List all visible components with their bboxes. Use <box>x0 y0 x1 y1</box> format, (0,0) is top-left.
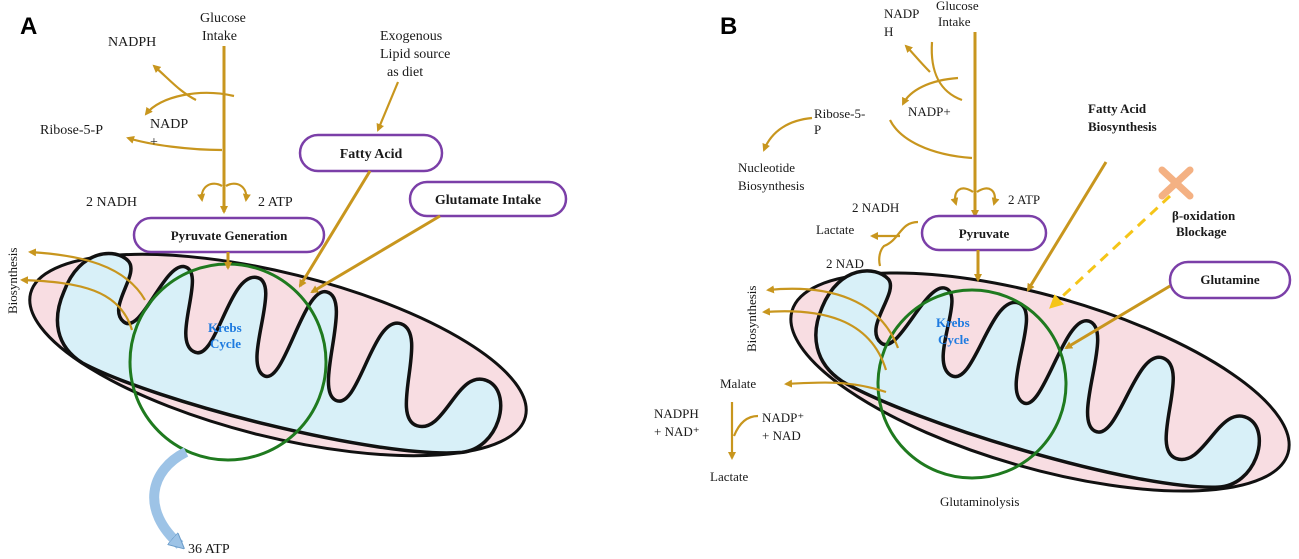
pyruvate-b: Pyruvate <box>959 226 1010 241</box>
fatty-acid-bio-1: Fatty Acid <box>1088 101 1147 116</box>
nadp-a-2: + <box>150 135 158 150</box>
fatty-acid-arrow-a <box>298 170 372 288</box>
biosynthesis-a: Biosynthesis <box>5 248 20 314</box>
glutamine-b: Glutamine <box>1200 272 1259 287</box>
ribose-b-2: P <box>814 122 821 137</box>
panel-b: B Krebs Cycle NADP H Glucose Intake NADP… <box>654 0 1292 509</box>
nadph-nad-b-2: + NAD⁺ <box>654 424 700 439</box>
nadp-nad-b-2: + NAD <box>762 428 801 443</box>
glutamate-pill <box>408 180 568 218</box>
exogenous-arrow <box>376 81 400 132</box>
exogenous-2: Lipid source <box>380 47 450 62</box>
nadph-a: NADPH <box>108 35 156 50</box>
fatty-acid-pill-a <box>298 133 444 173</box>
ribose-loop-b <box>889 119 973 160</box>
inner-membrane-a <box>55 251 503 455</box>
krebs-label-a-2: Cycle <box>210 336 241 351</box>
krebs-label-b-1: Krebs <box>936 315 970 330</box>
krebs-label-a-1: Krebs <box>208 320 242 335</box>
glutamate-intake: Glutamate Intake <box>435 193 541 208</box>
glutamine-pill <box>1168 260 1292 300</box>
nadph-arrow-a <box>152 64 197 101</box>
nucleotide-arrow <box>762 116 813 152</box>
atp-arrow-a <box>225 182 251 202</box>
biosynthesis-arrow-a-1 <box>28 248 146 301</box>
ribose-a: Ribose-5-P <box>40 123 103 138</box>
malate-b: Malate <box>720 376 756 391</box>
atp-36: 36 ATP <box>188 542 230 557</box>
nadh-arrow-a <box>197 182 223 202</box>
panel-a: A Krebs Cycle Glucose Intake NADPH Ribos… <box>5 11 568 557</box>
exogenous-3: as diet <box>387 65 423 80</box>
glucose-intake-a-2: Intake <box>202 29 237 44</box>
biosynthesis-arrow-a-2 <box>20 276 134 331</box>
krebs-label-b-2: Cycle <box>938 332 969 347</box>
biosynthesis-arrow-b-1 <box>766 285 900 349</box>
fatty-acid-arrow-b <box>1026 161 1108 292</box>
nadh-arrow-b <box>950 187 974 206</box>
nadph-arrow-b <box>904 44 931 73</box>
beta-ox-2: Blockage <box>1176 224 1227 239</box>
lactate-bottom-b: Lactate <box>710 469 748 484</box>
exogenous-1: Exogenous <box>380 29 442 44</box>
lactate-top-b: Lactate <box>816 222 854 237</box>
glutamate-arrow <box>310 214 441 294</box>
nadph-loop-b <box>930 41 963 102</box>
nucleotide-b-1: Nucleotide <box>738 160 795 175</box>
nadp-plus-b: NADP+ <box>908 104 951 119</box>
atp-output-arrow <box>149 447 189 545</box>
krebs-cycle-ring-b <box>876 288 1068 480</box>
atp-a: 2 ATP <box>258 195 293 210</box>
biosynthesis-b: Biosynthesis <box>744 286 759 352</box>
nadh-b: 2 NADH <box>852 200 899 215</box>
glutamine-arrow <box>1064 284 1171 350</box>
fatty-acid-a: Fatty Acid <box>340 147 403 162</box>
glucose-intake-a-1: Glucose <box>200 11 246 26</box>
atp-arrow-b <box>976 187 1000 206</box>
fatty-acid-bio-2: Biosynthesis <box>1088 119 1157 134</box>
glucose-intake-b-1: Glucose <box>936 0 979 13</box>
glucose-intake-b-2: Intake <box>938 14 971 29</box>
glutaminolysis: Glutaminolysis <box>940 494 1019 509</box>
panel-b-letter: B <box>720 13 737 40</box>
blockage-x-icon <box>1158 166 1194 200</box>
nadph-b-1: NADP <box>884 6 919 21</box>
pyruvate-generation-label: Pyruvate Generation <box>171 228 288 243</box>
mitochondrion-a <box>28 251 528 458</box>
nadp-nad-b-1: NADP⁺ <box>762 410 804 425</box>
nucleotide-b-2: Biosynthesis <box>738 178 804 193</box>
nadp-arrow-a <box>126 136 223 152</box>
lactate-loop-b <box>878 220 919 267</box>
nadph-nad-b-1: NADPH <box>654 406 699 421</box>
ribose-arrow-a <box>144 91 235 116</box>
nadp-branch <box>732 414 759 437</box>
nadh-a: 2 NADH <box>86 195 137 210</box>
nad-b: 2 NAD <box>826 256 864 271</box>
beta-ox-1: β-oxidation <box>1172 208 1236 223</box>
pyruvate-pill-b <box>920 214 1048 252</box>
nadp-plus-arrow-b <box>902 76 959 106</box>
atp-b: 2 ATP <box>1008 192 1040 207</box>
ribose-b-1: Ribose-5- <box>814 106 865 121</box>
nadp-a-1: NADP <box>150 117 188 132</box>
biosynthesis-arrow-b-2 <box>762 307 888 371</box>
panel-a-letter: A <box>20 13 37 40</box>
nadph-b-2: H <box>884 24 893 39</box>
malate-arrow <box>784 379 887 394</box>
beta-oxidation-arrow <box>1049 194 1172 309</box>
